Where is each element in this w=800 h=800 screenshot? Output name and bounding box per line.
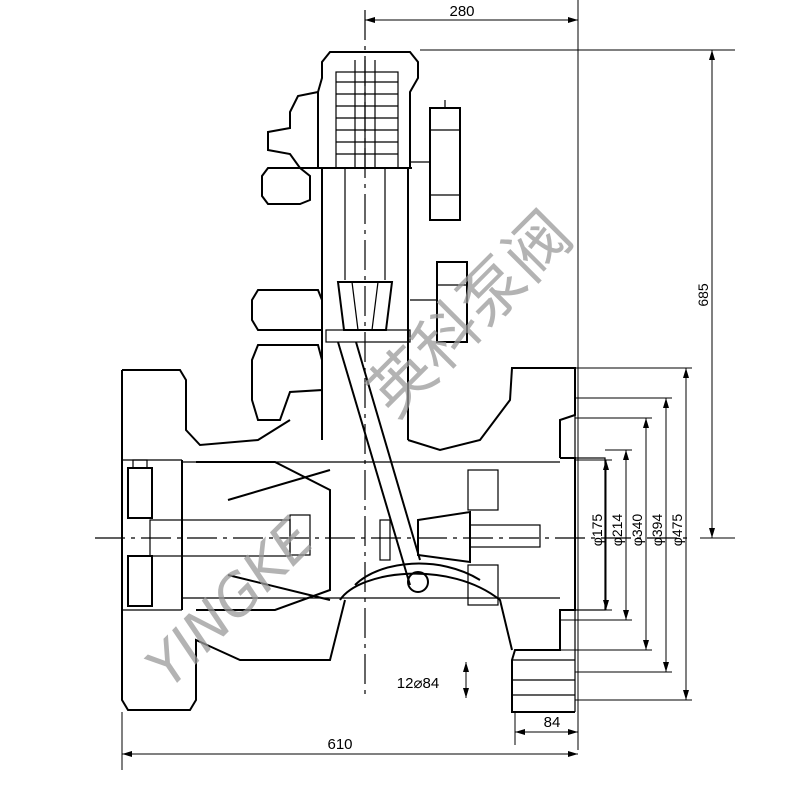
watermark-cn: 英科泵阀: [354, 198, 587, 431]
dim-bolt-holes-label: 12⌀84: [397, 675, 439, 692]
dim-bolt-holes: 12⌀84: [397, 662, 469, 698]
watermark: 英科泵阀 YINGKE: [134, 198, 587, 700]
valve-body: [121, 341, 576, 713]
bonnet-assembly: [251, 51, 419, 440]
dim-overall-width-label: 610: [327, 736, 352, 753]
side-bolt-assembly: [410, 100, 468, 343]
dim-overall-width: 610: [121, 712, 578, 770]
dim-diam-175: φ175: [589, 514, 605, 547]
watermark-en: YINGKE: [134, 506, 328, 700]
dim-flange-thickness-label: 84: [544, 714, 561, 731]
dim-top-width: 280: [365, 0, 579, 750]
dim-height-label: 685: [695, 283, 711, 307]
dim-diam-475: φ475: [669, 514, 685, 547]
dim-diameters: φ175 φ214 φ340 φ394 φ475: [560, 367, 692, 701]
dim-diam-394: φ394: [649, 514, 665, 547]
dim-diam-340: φ340: [629, 514, 645, 547]
dim-diam-214: φ214: [609, 514, 625, 547]
dim-height: 685: [420, 49, 735, 539]
dim-top-width-label: 280: [449, 3, 474, 20]
dim-flange-thickness: 84: [514, 712, 578, 745]
